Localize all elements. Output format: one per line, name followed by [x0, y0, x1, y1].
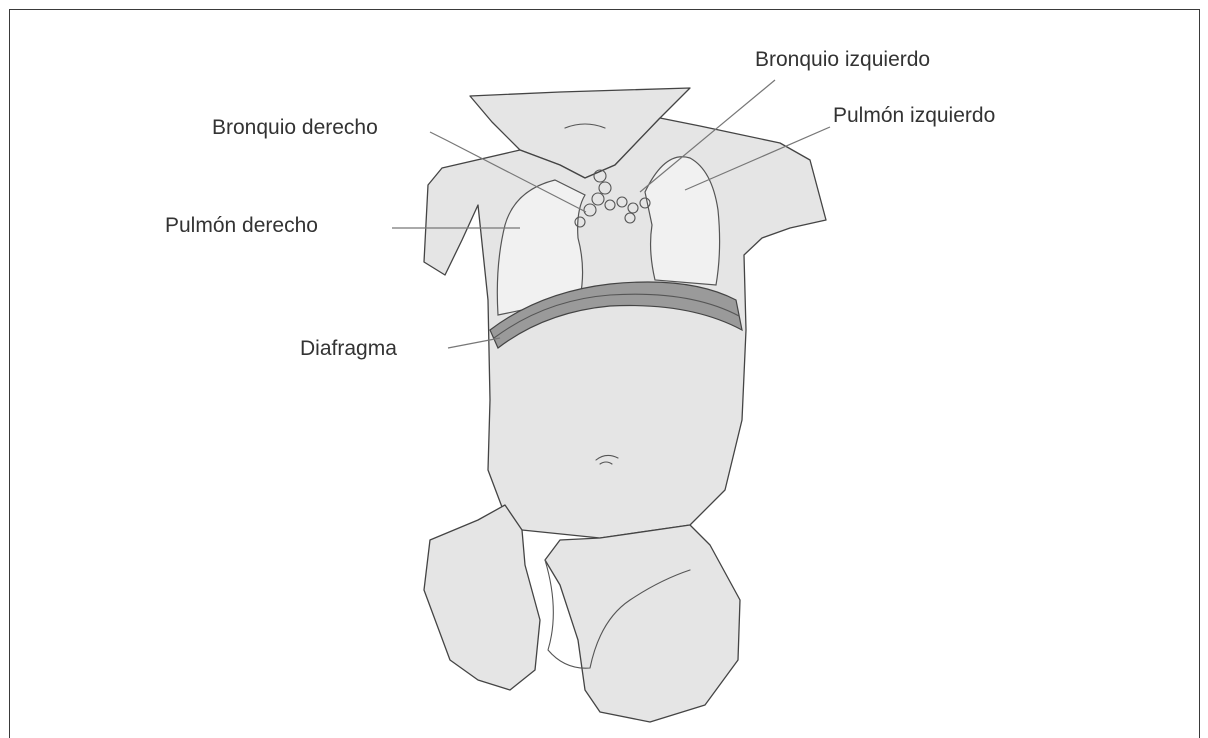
right-leg-shape: [424, 505, 540, 690]
label-bronquio-izquierdo: Bronquio izquierdo: [755, 48, 930, 71]
left-leg-shape: [545, 525, 740, 722]
label-diafragma: Diafragma: [300, 337, 397, 360]
torso-shape: [424, 118, 826, 538]
label-bronquio-derecho: Bronquio derecho: [212, 116, 378, 139]
label-pulmon-izquierdo: Pulmón izquierdo: [833, 104, 995, 127]
label-pulmon-derecho: Pulmón derecho: [165, 214, 318, 237]
